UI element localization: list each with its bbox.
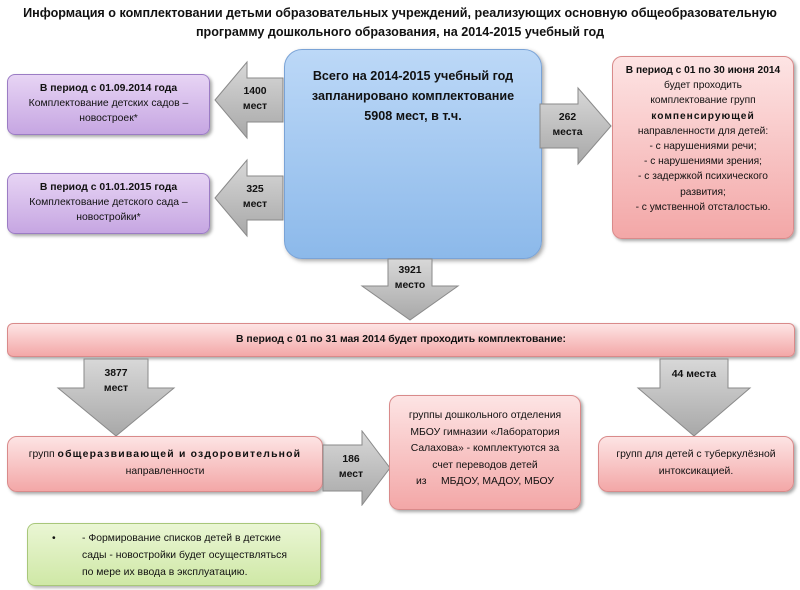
- left-box-2014-line1: Комплектование детских садов –: [28, 98, 189, 109]
- title-line-2: программу дошкольного образования, на 20…: [195, 25, 605, 39]
- gymnasium-l4: счет переводов детей: [432, 459, 538, 471]
- arrow-3877-num: 3877: [104, 368, 128, 379]
- left-box-2015-line1: Комплектование детского сада –: [29, 197, 188, 208]
- arrow-44-shape: [636, 358, 752, 437]
- center-total-box: Всего на 2014-2015 учебный год запланиро…: [284, 49, 542, 259]
- note-box: • - Формирование списков детей в детские…: [27, 523, 321, 586]
- arrow-1400: 1400 мест: [213, 60, 285, 140]
- arrow-325-num: 325: [246, 184, 264, 195]
- right-compensating-box: В период с 01 по 30 июня 2014 будет прох…: [612, 56, 794, 239]
- arrow-186-unit: мест: [338, 469, 364, 480]
- left-box-2015: В период с 01.01.2015 года Комплектовани…: [7, 173, 210, 234]
- may-bar-text: В период с 01 по 31 мая 2014 будет прохо…: [236, 334, 566, 345]
- arrow-3877-unit: мест: [103, 383, 129, 394]
- right-box-heading: В период с 01 по 30 июня 2014: [625, 65, 781, 76]
- title-line-1: Информация о комплектовании детьми образ…: [23, 6, 777, 20]
- left-box-2015-line2: новостройки*: [76, 212, 141, 223]
- arrow-3921-unit: место: [394, 280, 426, 291]
- arrow-186-shape: [322, 430, 391, 506]
- arrow-262-unit: места: [552, 127, 583, 138]
- right-box-item-2: - с нарушениями зрения;: [644, 156, 762, 168]
- left-box-2014-line2: новостроек*: [79, 113, 138, 124]
- note-bullet: •: [52, 533, 56, 544]
- arrow-262: 262 места: [538, 86, 613, 166]
- arrow-186-num: 186: [342, 454, 360, 465]
- arrow-3921-num: 3921: [398, 265, 422, 276]
- arrow-3921: 3921 место: [360, 258, 460, 322]
- note-l3: по мере их ввода в эксплуатацию.: [82, 567, 248, 578]
- right-box-item-4: развития;: [680, 186, 726, 198]
- arrow-44-text: 44 места: [671, 369, 717, 380]
- note-l1: - Формирование списков детей в детские: [82, 533, 281, 544]
- arrow-325: 325 мест: [213, 158, 285, 238]
- arrow-325-unit: мест: [242, 199, 268, 210]
- right-box-l2: комплектование групп: [650, 95, 756, 107]
- center-line2: запланировано комплектование: [311, 89, 515, 103]
- center-line3: 5908 мест, в т.ч.: [364, 109, 462, 123]
- center-line1: Всего на 2014-2015 учебный год: [312, 69, 514, 83]
- arrow-3921-shape: [360, 258, 460, 321]
- general-groups-pre: групп: [28, 449, 58, 460]
- arrow-262-num: 262: [558, 112, 577, 123]
- tb-l1: групп для детей с туберкулёзной: [616, 449, 776, 460]
- general-groups-bold: общеразвивающей и оздоровительной: [57, 449, 302, 460]
- general-groups-box: групп общеразвивающей и оздоровительной …: [7, 436, 323, 492]
- right-box-item-5: - с умственной отсталостью.: [635, 201, 771, 213]
- note-l2: сады - новостройки будет осуществляться: [82, 550, 288, 561]
- gymnasium-box: группы дошкольного отделения МБОУ гимназ…: [389, 395, 581, 510]
- arrow-44: 44 места: [636, 358, 752, 438]
- arrow-3877: 3877 мест: [56, 358, 176, 438]
- arrow-186: 186 мест: [322, 430, 392, 506]
- gymnasium-l2: МБОУ гимназии «Лаборатория: [410, 426, 560, 438]
- right-box-l4: направленности для детей:: [637, 125, 769, 137]
- arrow-1400-unit: мест: [242, 101, 268, 112]
- arrow-1400-shape: [214, 60, 284, 140]
- arrow-3877-shape: [56, 358, 176, 437]
- arrow-262-shape: [539, 86, 612, 166]
- right-box-l1: будет проходить: [664, 80, 742, 92]
- general-groups-line2: направленности: [125, 466, 205, 477]
- page-title: Информация о комплектовании детьми образ…: [0, 4, 800, 42]
- arrow-1400-num: 1400: [243, 86, 267, 97]
- gymnasium-l5: из МБДОУ, МАДОУ, МБОУ: [416, 476, 554, 487]
- right-box-item-1: - с нарушениями речи;: [649, 141, 757, 153]
- right-box-l3: компенсирующей: [651, 110, 755, 122]
- left-box-2014: В период с 01.09.2014 года Комплектовани…: [7, 74, 210, 135]
- gymnasium-l1: группы дошкольного отделения: [408, 410, 562, 421]
- left-box-2015-heading: В период с 01.01.2015 года: [39, 182, 178, 193]
- gymnasium-l3: Салахова» - комплектуются за: [410, 443, 560, 454]
- left-box-2014-heading: В период с 01.09.2014 года: [39, 83, 178, 94]
- right-box-item-3: - с задержкой психического: [638, 171, 768, 183]
- may-intake-bar: В период с 01 по 31 мая 2014 будет прохо…: [7, 323, 795, 357]
- tb-l2: интоксикацией.: [658, 466, 734, 477]
- tuberculosis-box: групп для детей с туберкулёзной интоксик…: [598, 436, 794, 492]
- arrow-325-shape: [214, 158, 284, 238]
